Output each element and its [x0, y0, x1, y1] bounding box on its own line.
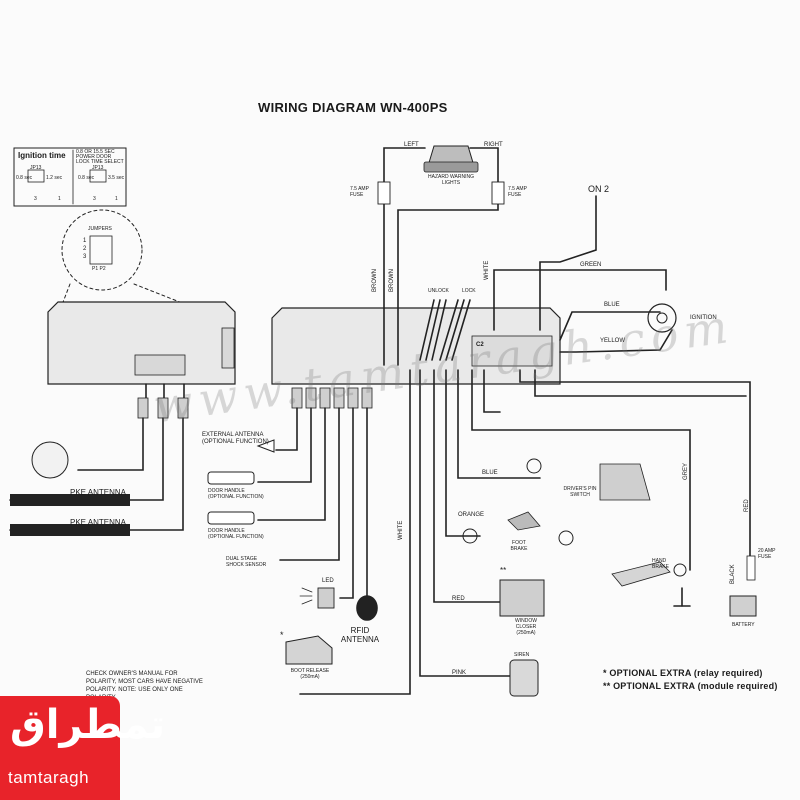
pin-number-4: 1: [115, 196, 118, 202]
ignition-value-3: 0.8 sec: [78, 175, 95, 181]
ignition-label: IGNITION: [690, 315, 717, 321]
pin-number-3: 3: [93, 196, 96, 202]
wire-label-blue-pin: BLUE: [482, 470, 498, 476]
door-handle-label-2: DOOR HANDLE (OPTIONAL FUNCTION): [208, 528, 264, 540]
connector-c2-label: C2: [476, 342, 484, 348]
diagram-title: WIRING DIAGRAM WN-400PS: [258, 100, 448, 115]
window-closer-label: WINDOW CLOSER (250mA): [515, 618, 537, 636]
boot-release-label: BOOT RELEASE (250mA): [290, 668, 330, 680]
wire-label-green: GREEN: [580, 262, 602, 268]
jp-label-1: JP13: [30, 165, 42, 171]
hazard-left-label: LEFT: [404, 142, 419, 148]
wire-label-white-top: WHITE: [484, 260, 490, 280]
jumpers-callout: [61, 209, 143, 291]
optional-extra-relay: * OPTIONAL EXTRA (relay required): [603, 668, 763, 678]
jumper-cols: P1 P2: [92, 266, 106, 272]
pin-switch-label: DRIVER'S PIN SWITCH: [563, 486, 597, 498]
pke-module-shape: [47, 301, 236, 385]
external-antenna-label: EXTERNAL ANTENNA (OPTIONAL FUNCTION): [202, 432, 269, 445]
optional-extra-module: ** OPTIONAL EXTRA (module required): [603, 681, 778, 691]
fuse-left-label: 7.5 AMP FUSE: [350, 186, 369, 198]
ignition-switch-shape: [647, 303, 677, 333]
jp-label-2: JP13: [92, 165, 104, 171]
fuse-20-label: 20 AMP FUSE: [758, 548, 776, 560]
on2-label: ON 2: [588, 184, 610, 194]
ignition-time-note: 0.8 OR 15.5 SEC POWER DOOR LOCK TIME SEL…: [76, 149, 124, 165]
pin-number-1: 3: [34, 196, 37, 202]
window-star: **: [500, 566, 507, 575]
hazard-right-label: RIGHT: [484, 142, 503, 148]
ignition-value-2: 1.2 sec: [46, 175, 63, 181]
jumpers-label: JUMPERS: [88, 226, 112, 232]
battery-label: BATTERY: [732, 622, 755, 628]
wire-label-unlock: UNLOCK: [428, 288, 449, 294]
wire-label-white-mid: WHITE: [398, 520, 404, 540]
door-handle-label-1: DOOR HANDLE (OPTIONAL FUNCTION): [208, 488, 264, 500]
rfid-antenna-label: RFID ANTENNA: [340, 626, 380, 644]
jumper-row-2: 2: [83, 246, 87, 252]
wire-label-orange: ORANGE: [458, 512, 485, 518]
jumper-row-3: 3: [83, 254, 87, 260]
pke-antenna-label-2: PKE ANTENNA: [70, 518, 127, 527]
jumper-row-1: 1: [83, 238, 87, 244]
logo-arabic-text: تمطراق: [10, 702, 166, 748]
tamtaragh-logo: تمطراق tamtaragh: [0, 696, 165, 800]
wire-label-blue-ign: BLUE: [604, 302, 620, 308]
wire-label-red-window: RED: [452, 596, 465, 602]
siren-label: SIREN: [514, 652, 530, 658]
led-label: LED: [322, 578, 334, 584]
fuse-right-label: 7.5 AMP FUSE: [508, 186, 527, 198]
boot-star: *: [280, 630, 284, 640]
pin-number-2: 1: [58, 196, 61, 202]
wire-label-pink: PINK: [452, 670, 467, 676]
wire-label-yellow: YELLOW: [600, 338, 626, 344]
wire-label-red-right: RED: [744, 499, 750, 512]
logo-latin-text: tamtaragh: [8, 768, 90, 787]
pke-antenna-label-1: PKE ANTENNA: [70, 488, 127, 497]
wire-label-brown-2: BROWN: [389, 269, 395, 292]
wire-label-black: BLACK: [730, 564, 736, 584]
ignition-time-heading: Ignition time: [18, 151, 66, 160]
ignition-value-4: 3.5 sec: [108, 175, 125, 181]
wire-label-lock: LOCK: [462, 288, 476, 294]
ignition-value-1: 0.8 sec: [16, 175, 33, 181]
wire-label-brown-1: BROWN: [372, 269, 378, 292]
shock-sensor-label: DUAL STAGE SHOCK SENSOR: [226, 556, 267, 568]
ignition-time-box: [13, 147, 127, 207]
foot-brake-label: FOOT BRAKE: [510, 540, 528, 552]
hazard-label: HAZARD WARNING LIGHTS: [428, 174, 474, 186]
wire-label-grey: GREY: [683, 462, 689, 480]
hand-brake-label: HAND BRAKE: [652, 558, 669, 570]
